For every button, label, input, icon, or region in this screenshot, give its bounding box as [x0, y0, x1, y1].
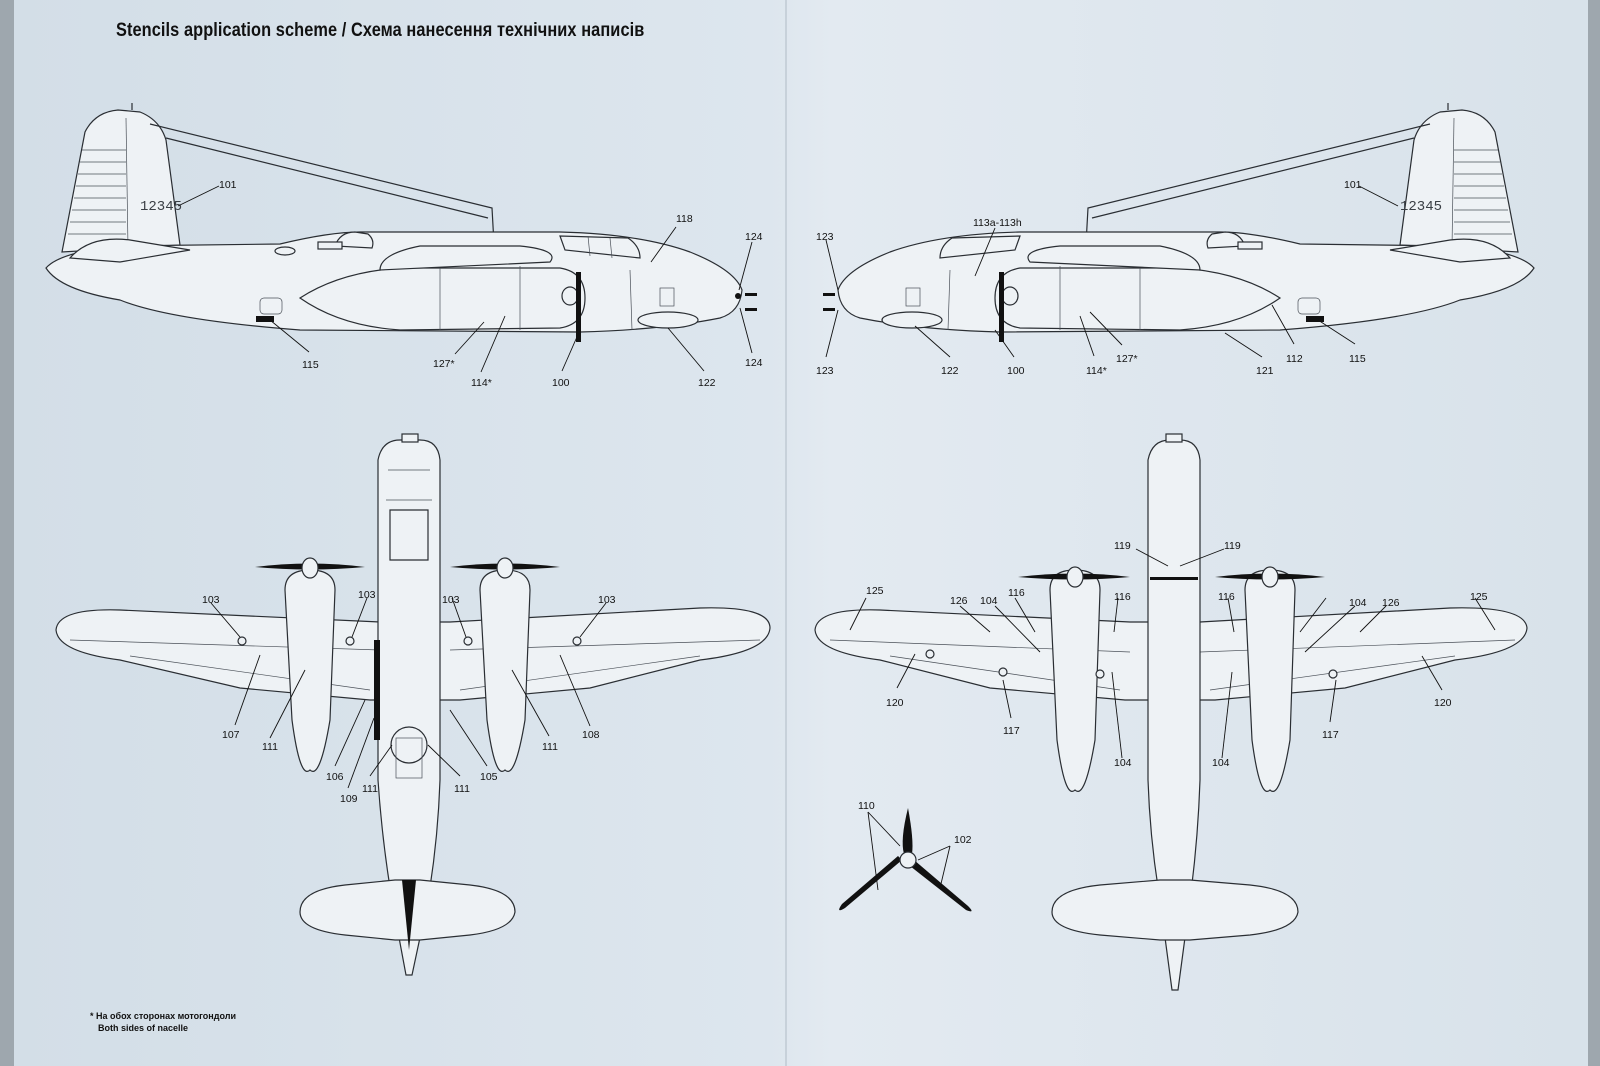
callout-119-right: 119 [1224, 540, 1241, 552]
callout-125-right: 125 [1470, 591, 1488, 603]
aircraft-side-view-right: 12345 123 123 113a-113h 101 122 100 114*… [816, 103, 1535, 377]
callout-116-a: 116 [1008, 587, 1025, 599]
callout-126-left: 126 [950, 595, 968, 607]
instruction-sheet: Stencils application scheme / Схема нане… [14, 0, 1588, 1066]
callout-104-d: 104 [1212, 757, 1230, 769]
page-title: Stencils application scheme / Схема нане… [116, 20, 645, 41]
tail-serial-right: 12345 [1400, 199, 1442, 215]
callout-111-d: 111 [542, 741, 558, 753]
callout-112: 112 [1286, 353, 1303, 365]
callout-103-d: 103 [598, 594, 616, 606]
propeller-detail: 110 102 [839, 800, 972, 912]
callout-122-right: 122 [941, 365, 959, 377]
callout-106: 106 [326, 771, 344, 783]
callout-104-a: 104 [980, 595, 998, 607]
callout-101-right: 101 [1344, 179, 1362, 191]
callout-105: 105 [480, 771, 498, 783]
callout-127-right: 127* [1116, 353, 1138, 365]
callout-103-c: 103 [442, 594, 460, 606]
callout-107: 107 [222, 729, 240, 741]
footnote-ukrainian: * На обох сторонах мотогондоли [90, 1011, 236, 1021]
callout-102: 102 [954, 834, 972, 846]
callout-116-c: 116 [1218, 591, 1235, 603]
callout-101-left: 101 [219, 179, 237, 191]
footnote-english: Both sides of nacelle [98, 1023, 189, 1033]
callout-127-left: 127* [433, 358, 455, 370]
callout-114-right: 114* [1086, 365, 1107, 377]
callout-122-left: 122 [698, 377, 716, 389]
callout-104-b: 104 [1349, 597, 1367, 609]
callout-100-left: 100 [552, 377, 570, 389]
footnote: * На обох сторонах мотогондоли Both side… [90, 1010, 236, 1034]
callout-109: 109 [340, 793, 358, 805]
callout-111-c: 111 [454, 783, 470, 795]
callout-123-top: 123 [816, 231, 834, 243]
callout-123-bottom: 123 [816, 365, 834, 377]
callout-110: 110 [858, 800, 875, 812]
aircraft-top-view: 103 103 103 103 107 111 106 109 111 111 … [55, 433, 771, 976]
callout-126-right: 126 [1382, 597, 1400, 609]
callout-100-right: 100 [1007, 365, 1025, 377]
callout-104-c: 104 [1114, 757, 1132, 769]
callout-111-b: 111 [362, 783, 378, 795]
callout-114-left: 114* [471, 377, 492, 389]
aircraft-side-view-left: 12345 101 118 124 124 115 127* 114* 100 … [45, 103, 763, 389]
callout-115-right: 115 [1349, 353, 1366, 365]
tail-serial-left: 12345 [140, 199, 182, 215]
callout-124-top: 124 [745, 231, 763, 243]
callout-121: 121 [1256, 365, 1274, 377]
callout-116-b: 116 [1114, 591, 1131, 603]
callout-103-b: 103 [358, 589, 376, 601]
callout-103-a: 103 [202, 594, 220, 606]
callout-115-left: 115 [302, 359, 319, 371]
callout-111-a: 111 [262, 741, 278, 753]
callout-119-left: 119 [1114, 540, 1131, 552]
callout-117-right: 117 [1322, 729, 1339, 741]
aircraft-bottom-view: 119 119 125 126 104 116 116 116 104 126 … [814, 433, 1528, 991]
callout-113a-113h: 113a-113h [973, 217, 1022, 229]
callout-124-bottom: 124 [745, 357, 763, 369]
callout-120-left: 120 [886, 697, 904, 709]
callout-120-right: 120 [1434, 697, 1452, 709]
callout-108: 108 [582, 729, 600, 741]
callout-118: 118 [676, 213, 693, 225]
callout-117-left: 117 [1003, 725, 1020, 737]
callout-125-left: 125 [866, 585, 884, 597]
